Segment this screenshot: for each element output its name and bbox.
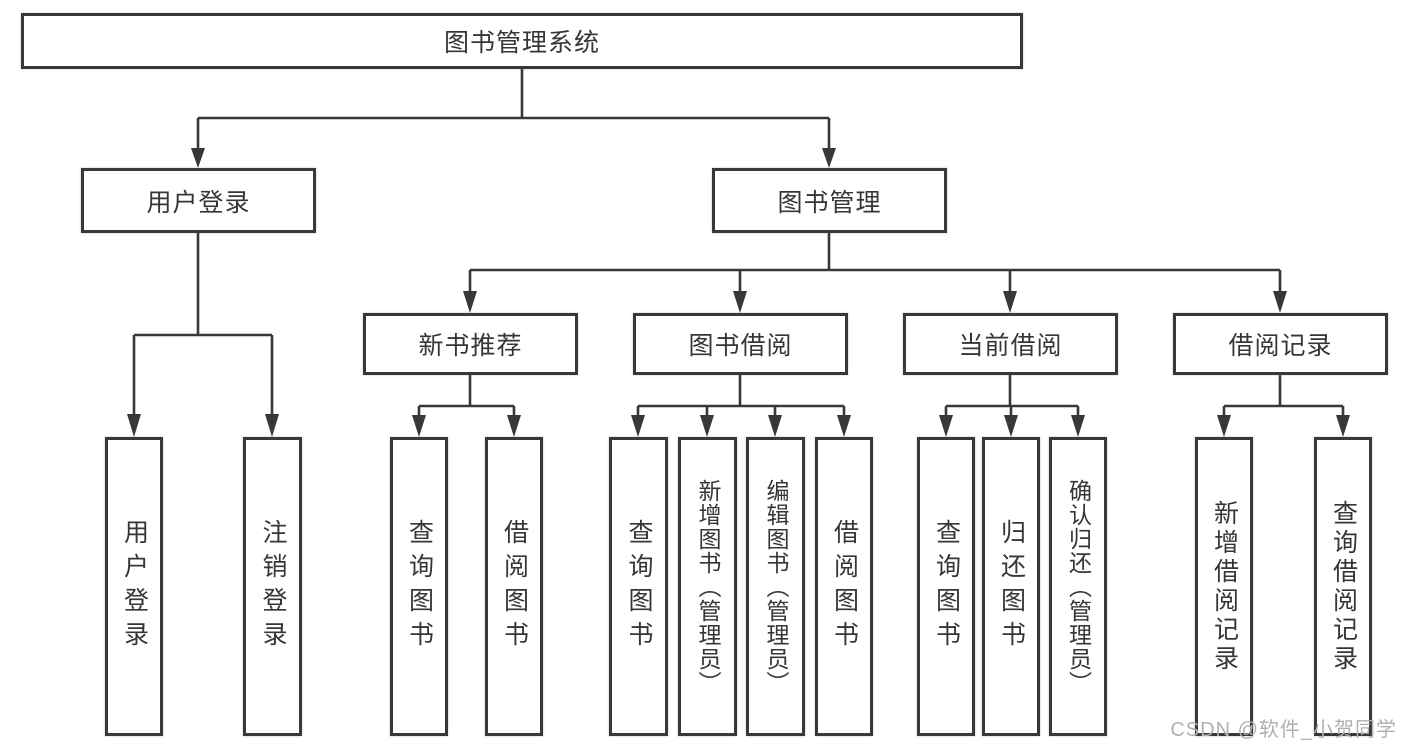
arrowhead [1273, 291, 1287, 313]
node-query-book-current: 查询图书 [917, 437, 975, 736]
node-query-book-recommend: 查询图书 [390, 437, 448, 736]
node-label: 借阅图书 [500, 518, 529, 655]
node-label: 新书推荐 [418, 332, 523, 360]
connector-book-management-children [463, 233, 1287, 313]
arrowhead [463, 291, 477, 313]
node-user-login-leaf: 用户登录 [105, 437, 163, 736]
node-label: 查询借阅记录 [1329, 499, 1358, 674]
arrowhead [1071, 415, 1085, 437]
node-borrow-book-recommend: 借阅图书 [485, 437, 543, 736]
arrowhead [768, 415, 782, 437]
arrowhead [507, 415, 521, 437]
arrowhead [412, 415, 426, 437]
node-label: 编辑图书（管理员） [763, 478, 789, 695]
node-label: 图书管理系统 [443, 29, 600, 57]
node-label: 当前借阅 [958, 332, 1063, 360]
connector-new-book-recommend-children [412, 375, 521, 437]
node-label: 图书借阅 [688, 332, 793, 360]
arrowhead [191, 148, 205, 168]
arrowhead [1004, 415, 1018, 437]
connector-borrow-record-children [1217, 375, 1350, 437]
node-label: 确认归还（管理员） [1065, 478, 1092, 695]
node-add-book-admin: 新增图书（管理员） [678, 437, 737, 736]
node-label: 查询图书 [405, 518, 434, 655]
connector-user-login-children [127, 233, 279, 437]
node-query-borrow-record: 查询借阅记录 [1314, 437, 1372, 736]
node-label: 新增借阅记录 [1210, 499, 1239, 674]
arrowhead [127, 414, 141, 437]
connector-book-borrow-children [631, 375, 851, 437]
connector-root-to-level1 [191, 69, 836, 168]
node-label: 借阅图书 [830, 518, 859, 655]
arrowhead [733, 291, 747, 313]
arrowhead [265, 414, 279, 437]
node-label: 用户登录 [120, 518, 149, 655]
arrowhead [1003, 291, 1017, 313]
node-logout: 注销登录 [243, 437, 302, 736]
node-label: 查询图书 [625, 518, 653, 655]
node-library-management-system: 图书管理系统 [21, 13, 1023, 69]
node-query-book-borrow: 查询图书 [609, 437, 668, 736]
node-book-borrow: 图书借阅 [633, 313, 848, 375]
arrowhead [837, 415, 851, 437]
node-add-borrow-record: 新增借阅记录 [1195, 437, 1253, 736]
node-label: 借阅记录 [1228, 332, 1333, 360]
node-borrow-book: 借阅图书 [815, 437, 873, 736]
arrowhead [822, 148, 836, 168]
csdn-watermark: CSDN @软件_小贺同学 [1170, 719, 1397, 741]
arrowhead [1336, 415, 1350, 437]
node-label: 用户登录 [146, 188, 251, 217]
arrowhead [700, 415, 714, 437]
node-current-borrow: 当前借阅 [903, 313, 1118, 375]
node-edit-book-admin: 编辑图书（管理员） [746, 437, 805, 736]
node-borrow-record: 借阅记录 [1173, 313, 1388, 375]
node-book-management: 图书管理 [712, 168, 947, 233]
node-label: 归还图书 [997, 518, 1026, 655]
node-confirm-return-admin: 确认归还（管理员） [1049, 437, 1107, 736]
arrowhead [631, 415, 645, 437]
node-user-login: 用户登录 [81, 168, 316, 233]
node-return-book: 归还图书 [982, 437, 1040, 736]
node-label: 新增图书（管理员） [695, 478, 721, 695]
arrowhead [939, 415, 953, 437]
node-new-book-recommend: 新书推荐 [363, 313, 578, 375]
node-label: 查询图书 [932, 518, 961, 655]
connector-current-borrow-children [939, 375, 1085, 437]
node-label: 注销登录 [259, 518, 287, 655]
arrowhead [1217, 415, 1231, 437]
node-label: 图书管理 [777, 188, 882, 217]
